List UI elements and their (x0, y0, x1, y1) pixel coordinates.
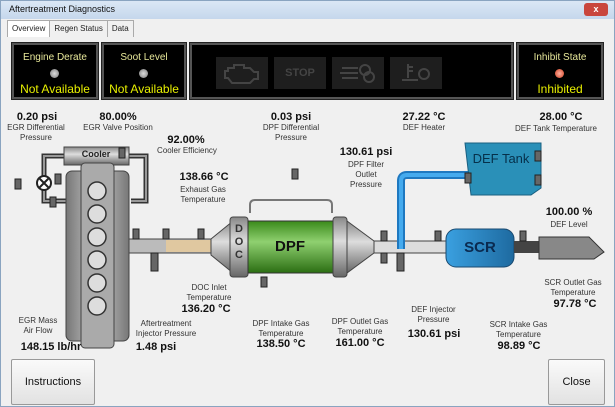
def-tank-temp-value: 28.00 °C (539, 111, 583, 123)
dpf-intake-temp-value: 138.50 °C (256, 338, 306, 350)
egr-diff-pressure-value: 0.20 psi (16, 111, 58, 123)
doc-label: DOC (234, 223, 244, 261)
dpf-outlet-temp-label: DPF Outlet Gas Temperature (331, 317, 389, 336)
scr-inlet-pipe (373, 240, 447, 254)
doc-inlet-temp-label: DOC Inlet Temperature (186, 283, 232, 302)
injector-pressure-value: 1.48 psi (135, 341, 177, 353)
egr-loop-pipe (41, 153, 149, 204)
egr-mass-air-flow-value: 148.15 lb/hr (20, 341, 82, 353)
tab-regen-status[interactable]: Regen Status (49, 20, 108, 37)
scr-intake-temp-value: 98.89 °C (497, 340, 541, 352)
dpf-pressure-bracket (249, 199, 333, 213)
close-button[interactable]: Close (548, 359, 605, 405)
cooler-efficiency-value: 92.00% (167, 134, 205, 146)
egr-mass-air-flow-label: EGR Mass Air Flow (18, 316, 58, 335)
engine-derate-title: Engine Derate (23, 52, 87, 63)
window-close-button[interactable]: x (584, 3, 608, 16)
dpf-regen-icon (332, 57, 384, 89)
inhibit-state-led-icon (555, 69, 564, 78)
tab-overview[interactable]: Overview (7, 20, 51, 37)
scr-outlet-temp-label: SCR Outlet Gas Temperature (544, 278, 602, 297)
tab-bar: Overview Regen Status Data (7, 20, 134, 37)
high-exhaust-temp-icon (390, 57, 442, 89)
doc-inlet-mixer (166, 240, 211, 252)
scr-label: SCR (464, 239, 496, 256)
engine-derate-panel: Engine Derate Not Available (11, 42, 99, 100)
dpf-filter (247, 220, 334, 274)
egr-diff-pressure-label: EGR Differential Pressure (7, 123, 65, 142)
def-tank-temp-label: DEF Tank Temperature (515, 124, 597, 133)
dpf-diff-pressure-value: 0.03 psi (270, 111, 312, 123)
dpf-outlet-temp-value: 161.00 °C (335, 337, 385, 349)
tailpipe (538, 236, 605, 260)
def-heater-label: DEF Heater (402, 123, 446, 132)
def-tank-label: DEF Tank (472, 151, 530, 166)
def-injector-pressure-value: 130.61 psi (407, 328, 461, 340)
cooler-label: Cooler (81, 149, 111, 159)
sensors (14, 147, 542, 288)
dpf-diff-pressure-label: DPF Differential Pressure (262, 123, 320, 142)
egr-valve-position-value: 80.00% (99, 111, 137, 123)
soot-level-panel: Soot Level Not Available (101, 42, 187, 100)
stop-indicator: STOP (274, 57, 326, 89)
scr-outlet-temp-value: 97.78 °C (553, 298, 597, 310)
dpf-outlet-pressure-label: DPF Filter Outlet Pressure (348, 160, 384, 189)
soot-level-value: Not Available (109, 82, 179, 96)
cooler-efficiency-label: Cooler Efficiency (157, 146, 217, 155)
dpf-intake-temp-label: DPF Intake Gas Temperature (252, 319, 310, 338)
dpf-outlet-pressure-value: 130.61 psi (339, 146, 393, 158)
injector-pressure-label: Aftertreatment Injector Pressure (135, 319, 197, 338)
window-title: Aftertreatment Diagnostics (9, 4, 116, 14)
warning-indicators-panel: STOP (189, 42, 514, 100)
check-engine-icon (216, 57, 268, 89)
inhibit-state-title: Inhibit State (533, 52, 587, 63)
title-bar: Aftertreatment Diagnostics x (1, 1, 614, 19)
soot-level-led-icon (139, 69, 148, 78)
scr-intake-temp-label: SCR Intake Gas Temperature (489, 320, 548, 339)
def-level-value: 100.00 % (545, 206, 593, 218)
engine-cylinders (87, 181, 107, 316)
inhibit-state-panel: Inhibit State Inhibited (516, 42, 604, 100)
def-tank (464, 142, 542, 196)
inhibit-state-value: Inhibited (537, 82, 583, 96)
tab-data[interactable]: Data (106, 20, 134, 37)
instructions-button[interactable]: Instructions (11, 359, 95, 405)
aftertreatment-diagram (14, 142, 605, 349)
egr-valve-position-label: EGR Valve Position (83, 123, 153, 132)
exhaust-gas-temp-label: Exhaust Gas Temperature (180, 185, 226, 204)
def-level-label: DEF Level (550, 220, 588, 229)
engine-derate-led-icon (50, 69, 59, 78)
doc-inlet-temp-value: 136.20 °C (181, 303, 231, 315)
exhaust-gas-temp-value: 138.66 °C (179, 171, 229, 183)
def-heater-value: 27.22 °C (402, 111, 446, 123)
soot-level-title: Soot Level (120, 52, 168, 63)
dpf-label: DPF (275, 238, 305, 255)
def-injector-pressure-label: DEF Injector Pressure (411, 305, 456, 324)
engine-derate-value: Not Available (20, 82, 90, 96)
